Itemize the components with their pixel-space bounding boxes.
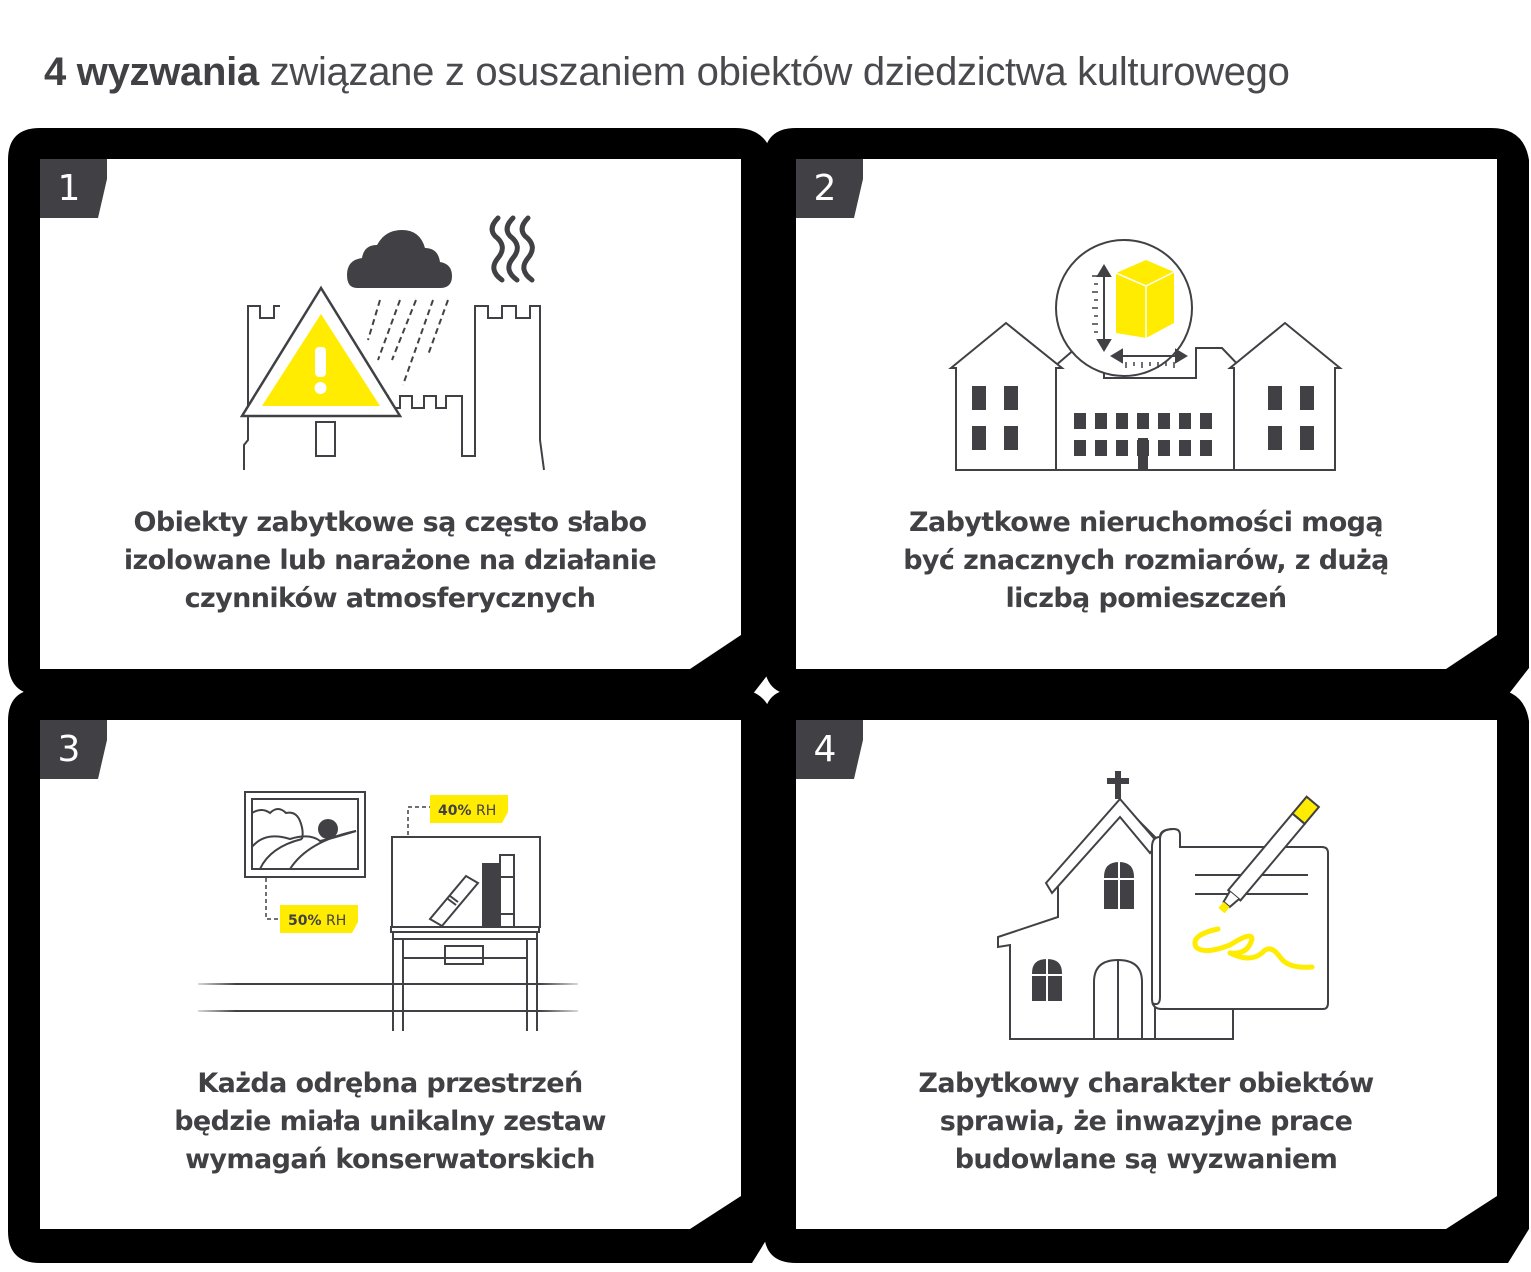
card-number: 3 (57, 729, 81, 770)
card-description: Zabytkowe nieruchomości mogą być znaczny… (816, 504, 1476, 618)
castle-storm-warning-icon (240, 215, 545, 471)
description-line: Każda odrębna przestrzeń (197, 1068, 583, 1099)
card-number-badge: 4 (796, 720, 863, 779)
card-number-badge: 3 (40, 720, 107, 779)
church-permit-document-icon (997, 771, 1329, 1040)
description-line: budowlane są wyzwaniem (954, 1144, 1338, 1175)
card-description: Każda odrębna przestrzeń będzie miała un… (60, 1065, 720, 1179)
large-building-dimensions-icon (948, 239, 1343, 471)
painting-rh-value: 50% (288, 913, 322, 929)
challenge-card-1: 1 Obiekty zabytkowe są często słabo izol… (0, 120, 775, 700)
description-line: być znacznych rozmiarów, z dużą (903, 545, 1389, 576)
card-number-badge: 2 (796, 159, 863, 218)
card-description: Zabytkowy charakter obiektów sprawia, że… (816, 1065, 1476, 1179)
description-line: Zabytkowy charakter obiektów (918, 1068, 1374, 1099)
description-line: Obiekty zabytkowe są często słabo (133, 507, 648, 538)
svg-text:50% RH: 50% RH (288, 913, 346, 929)
shelf-rh-value: 40% (438, 803, 472, 819)
title-bold: 4 wyzwania (44, 50, 259, 94)
rh-unit: RH (476, 803, 496, 819)
description-line: wymagań konserwatorskich (185, 1144, 595, 1175)
room-humidity-zones-icon: 40% RH 50% RH (198, 791, 578, 1031)
description-line: Zabytkowe nieruchomości mogą (908, 507, 1384, 538)
challenge-card-2: 2 Zabytkowe nie (756, 120, 1531, 700)
description-line: liczbą pomieszczeń (1005, 583, 1288, 614)
description-line: sprawia, że inwazyjne prace (939, 1106, 1353, 1137)
page-title: 4 wyzwania związane z osuszaniem obiektó… (44, 50, 1290, 95)
challenge-card-4: 4 Zabytko (756, 681, 1531, 1272)
card-number: 4 (813, 729, 837, 770)
title-rest: związane z osuszaniem obiektów dziedzict… (258, 50, 1290, 94)
description-line: czynników atmosferycznych (184, 583, 596, 614)
card-number-badge: 1 (40, 159, 107, 218)
description-line: będzie miała unikalny zestaw (174, 1106, 606, 1137)
description-line: izolowane lub narażone na działanie (123, 545, 657, 576)
svg-text:40% RH: 40% RH (438, 803, 496, 819)
rh-unit: RH (326, 913, 346, 929)
challenge-card-3: 3 (0, 681, 775, 1272)
card-description: Obiekty zabytkowe są często słabo izolow… (60, 504, 720, 618)
card-number: 1 (57, 168, 81, 209)
card-number: 2 (813, 168, 837, 209)
card-frame (8, 689, 773, 1263)
